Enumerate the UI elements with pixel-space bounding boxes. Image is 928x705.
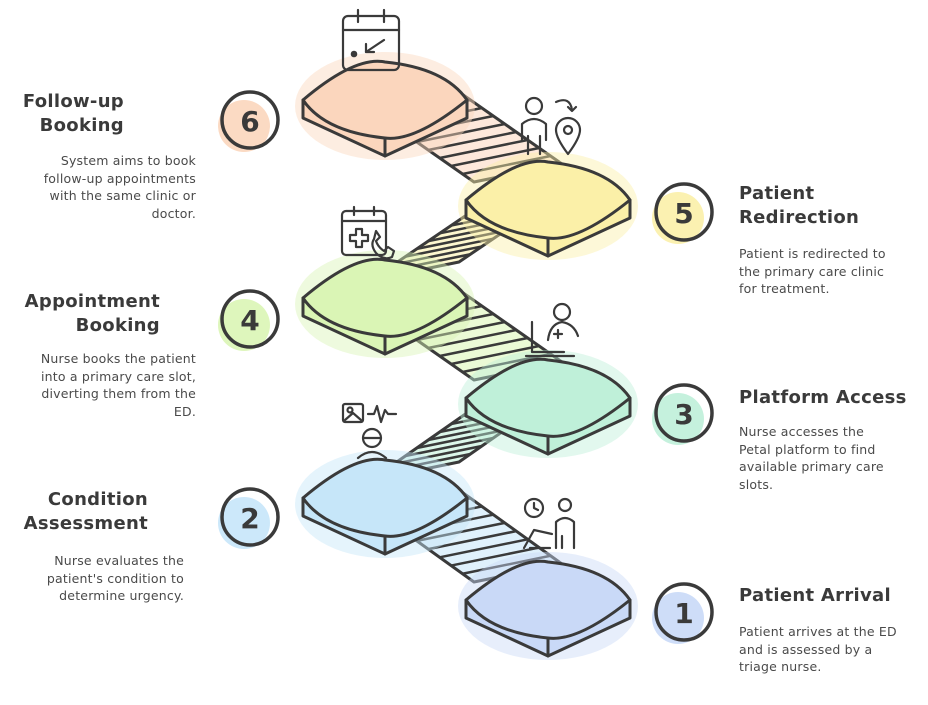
- step-badges: 1 2 3 4 5 6: [218, 90, 714, 644]
- calendar-arrow-icon: [341, 8, 401, 72]
- stair-step: [393, 444, 483, 466]
- stair-step: [462, 154, 551, 176]
- step-5-number: 5: [674, 197, 693, 230]
- badge-ring: [654, 582, 714, 642]
- stair-step: [416, 521, 506, 543]
- stair-step: [450, 546, 540, 567]
- stair-step: [439, 138, 528, 160]
- platform-6: [295, 52, 475, 160]
- badge-ring: [220, 90, 280, 150]
- step-1-title: Patient Arrival: [739, 585, 891, 606]
- stair-step: [393, 245, 483, 266]
- stair-step: [416, 320, 506, 342]
- image-pulse-doctor-icon: [341, 402, 398, 460]
- platform-top: [464, 159, 632, 240]
- platform-1: [458, 552, 638, 660]
- step-2-description: Nurse evaluates the patient's condition …: [46, 553, 184, 603]
- badge-ring: [654, 383, 714, 443]
- step-4-badge: 4: [218, 289, 280, 351]
- step-2-badge: 2: [218, 487, 280, 549]
- platform-top: [464, 357, 632, 438]
- clock-person-icon: [522, 497, 576, 550]
- platform-5: [458, 152, 638, 260]
- stair-step: [416, 428, 506, 450]
- step-4-description: Nurse books the patient into a primary c…: [40, 351, 196, 419]
- step-6-number: 6: [240, 105, 259, 138]
- badge-ring: [220, 289, 280, 349]
- step-5-badge: 5: [652, 182, 714, 244]
- platform-3: [458, 350, 638, 458]
- step-1-number: 1: [674, 597, 693, 630]
- stair-step: [450, 344, 540, 366]
- step-1-badge: 1: [652, 582, 714, 644]
- badge-ring: [654, 182, 714, 242]
- step-3-badge: 3: [652, 383, 714, 445]
- step-5-title: Patient Redirection: [739, 183, 860, 228]
- person-location-icon: [520, 96, 582, 156]
- platform-top: [301, 457, 469, 538]
- stair-step: [405, 237, 494, 258]
- stair-step: [462, 554, 551, 576]
- step-icons: [340, 8, 582, 550]
- stair-step: [439, 336, 528, 358]
- calendar-phone-icon: [340, 205, 396, 260]
- stair-step: [405, 436, 494, 458]
- step-4-number: 4: [240, 304, 259, 337]
- platform-top: [301, 59, 469, 140]
- step-1-description: Patient arrives at the ED and is assesse…: [739, 624, 897, 674]
- platform-top: [464, 559, 632, 640]
- stair-step: [439, 538, 528, 559]
- badge-ring: [220, 487, 280, 547]
- step-2-number: 2: [240, 502, 259, 535]
- step-3-number: 3: [674, 398, 693, 431]
- stair-step: [427, 130, 517, 152]
- step-5-description: Patient is redirected to the primary car…: [739, 246, 886, 296]
- staircase: [295, 52, 638, 660]
- step-3-title: Platform Access: [739, 387, 907, 408]
- platform-4: [295, 250, 475, 358]
- platform-top: [301, 257, 469, 338]
- step-4-title: Appointment Booking: [24, 291, 160, 336]
- stair-step: [416, 122, 506, 144]
- step-6-title: Follow-up Booking: [22, 91, 124, 136]
- step-6-description: System aims to book follow-up appointmen…: [43, 153, 196, 221]
- stair-step: [427, 529, 517, 551]
- step-2-title: Condition Assessment: [23, 489, 148, 534]
- step-3-description: Nurse accesses the Petal platform to fin…: [739, 424, 884, 492]
- laptop-user-icon: [524, 302, 580, 358]
- stair-step: [416, 229, 506, 251]
- stair-step: [427, 328, 517, 350]
- step-6-badge: 6: [218, 90, 280, 152]
- stair-step: [450, 146, 540, 168]
- platform-2: [295, 450, 475, 558]
